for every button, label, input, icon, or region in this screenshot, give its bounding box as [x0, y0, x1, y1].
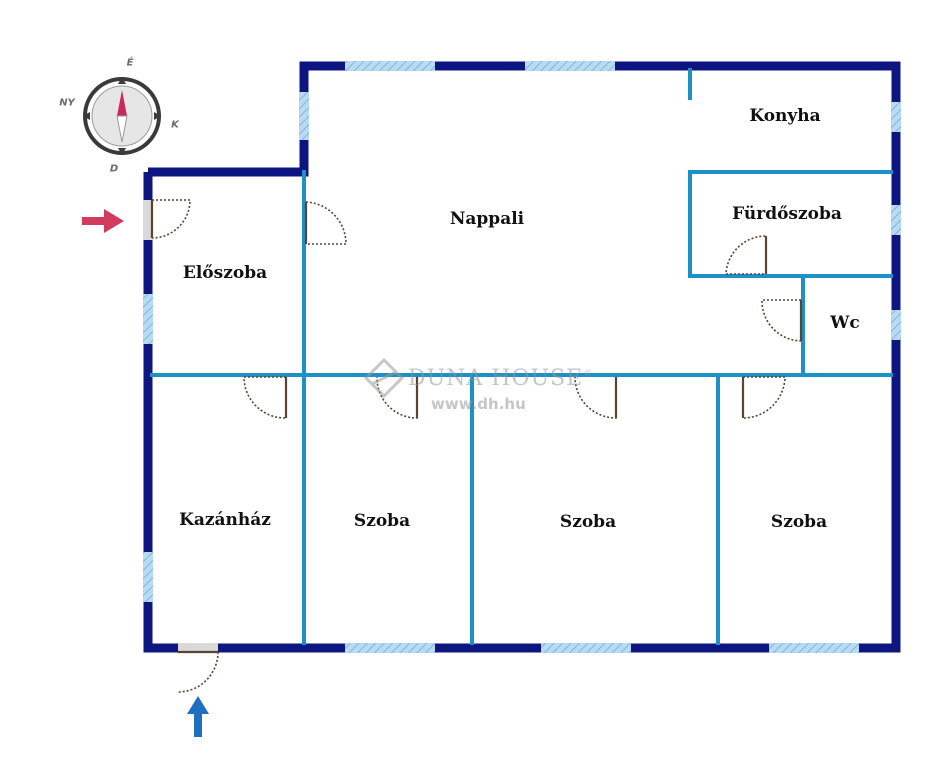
compass-south-label: D [109, 163, 119, 175]
arrow-up-icon [187, 696, 209, 737]
watermark-logo-icon [363, 357, 405, 399]
compass-north-label: É [126, 57, 134, 69]
watermark-brand: DUNA HOUSE® [408, 366, 593, 391]
room-label-wc: Wc [830, 313, 860, 333]
doors [151, 199, 802, 693]
compass-east-label: K [171, 119, 179, 131]
room-label-szoba-1: Szoba [353, 511, 411, 531]
outer-walls [143, 61, 901, 653]
door-leaves [150, 200, 803, 654]
room-label-nappali: Nappali [449, 209, 525, 229]
room-label-szoba-2: Szoba [559, 512, 617, 532]
compass-icon [83, 77, 161, 155]
inner-walls [150, 68, 893, 645]
room-label-kazanhaz: Kazánház [179, 510, 271, 530]
room-label-konyha: Konyha [749, 106, 821, 126]
watermark-url: www.dh.hu [431, 395, 526, 413]
watermark-brand-text: DUNA HOUSE [408, 366, 584, 391]
compass-west-label: NY [59, 97, 75, 109]
room-label-eloszoba: Előszoba [182, 263, 268, 283]
room-label-szoba-3: Szoba [770, 512, 828, 532]
room-label-furdoszoba: Fürdőszoba [732, 204, 842, 224]
windows [143, 61, 901, 653]
watermark-registered-mark: ® [583, 369, 594, 380]
arrow-right-icon [82, 209, 124, 233]
